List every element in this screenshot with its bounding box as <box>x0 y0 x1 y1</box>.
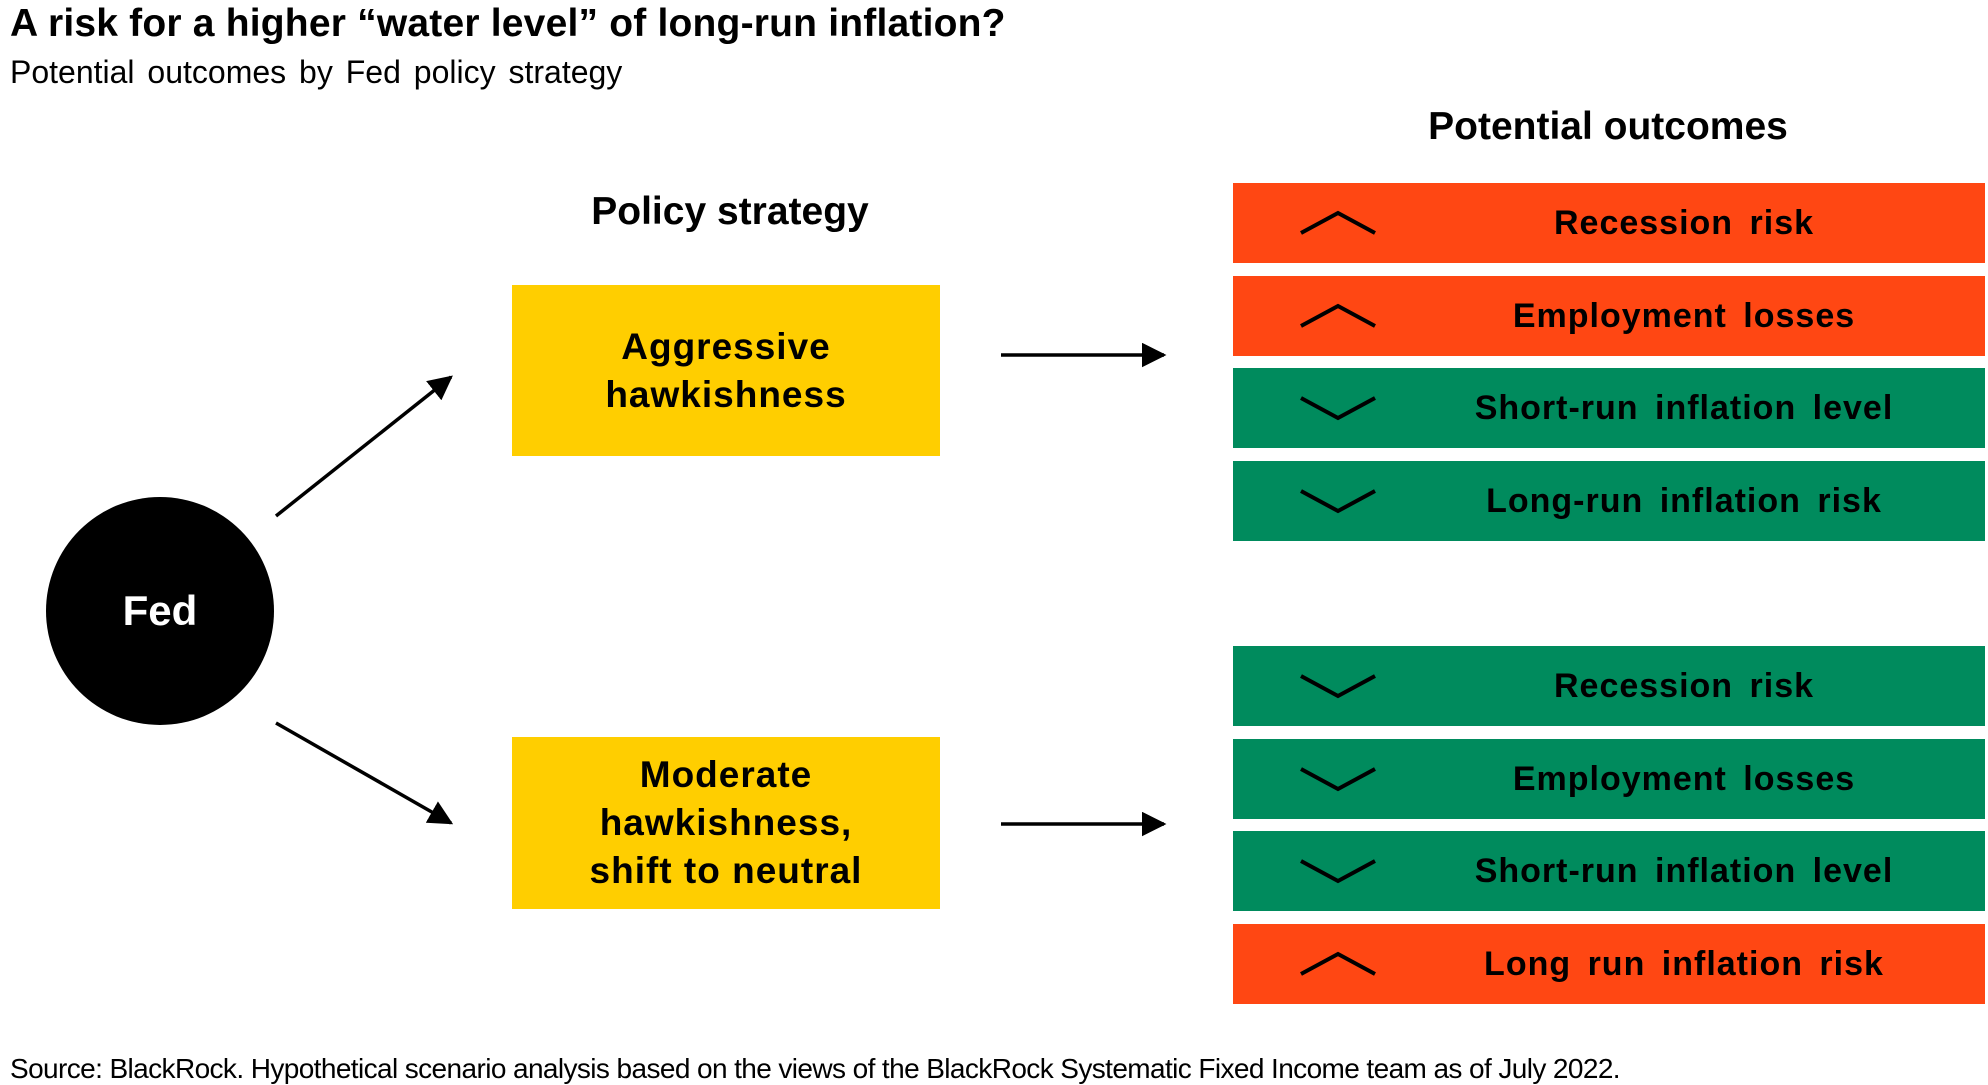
chevron-down-icon <box>1300 767 1376 792</box>
outcome-label: Recession risk <box>1553 667 1815 705</box>
outcome-label: Employment losses <box>1512 297 1856 335</box>
outcome-bar: Short-run inflation level <box>1233 368 1985 448</box>
outcome-label: Long run inflation risk <box>1484 945 1884 983</box>
fed-label: Fed <box>122 587 198 634</box>
outcome-bar: Long run inflation risk <box>1233 924 1985 1004</box>
outcome-bar: Employment losses <box>1233 739 1985 819</box>
chevron-up-icon <box>1300 951 1376 976</box>
strategy-label: Aggressive hawkishness <box>605 325 847 415</box>
chevron-down-icon <box>1300 396 1376 421</box>
strategy-label: Moderate hawkishness, shift to neutral <box>589 754 863 891</box>
chevron-down-icon <box>1300 674 1376 699</box>
chart-title: A risk for a higher “water level” of lon… <box>10 2 1006 45</box>
outcome-bar: Recession risk <box>1233 183 1985 263</box>
source-note: Source: BlackRock. Hypothetical scenario… <box>10 1053 1621 1084</box>
chevron-up-icon <box>1300 303 1376 328</box>
outcome-label: Short-run inflation level <box>1474 852 1894 890</box>
outcome-bar: Short-run inflation level <box>1233 831 1985 911</box>
chart-subtitle: Potential outcomes by Fed policy strateg… <box>10 54 623 90</box>
chevron-down-icon <box>1300 859 1376 884</box>
outcome-bar: Recession risk <box>1233 646 1985 726</box>
policy-strategy-header: Policy strategy <box>591 190 869 233</box>
outcome-bar: Long-run inflation risk <box>1233 461 1985 541</box>
potential-outcomes-header: Potential outcomes <box>1428 105 1788 148</box>
fed-node: Fed <box>46 497 274 725</box>
outcome-bar: Employment losses <box>1233 276 1985 356</box>
outcome-label: Employment losses <box>1512 760 1856 798</box>
outcome-label: Recession risk <box>1553 204 1815 242</box>
arrow-fed-to-moderate <box>275 721 454 825</box>
outcome-label: Short-run inflation level <box>1474 389 1894 427</box>
chevron-down-icon <box>1300 489 1376 514</box>
outcome-label: Long-run inflation risk <box>1486 482 1882 520</box>
chevron-up-icon <box>1300 210 1376 235</box>
strategy-box-moderate: Moderate hawkishness, shift to neutral <box>512 737 940 909</box>
strategy-box-aggressive: Aggressive hawkishness <box>512 285 940 456</box>
arrow-fed-to-aggressive <box>274 375 453 518</box>
